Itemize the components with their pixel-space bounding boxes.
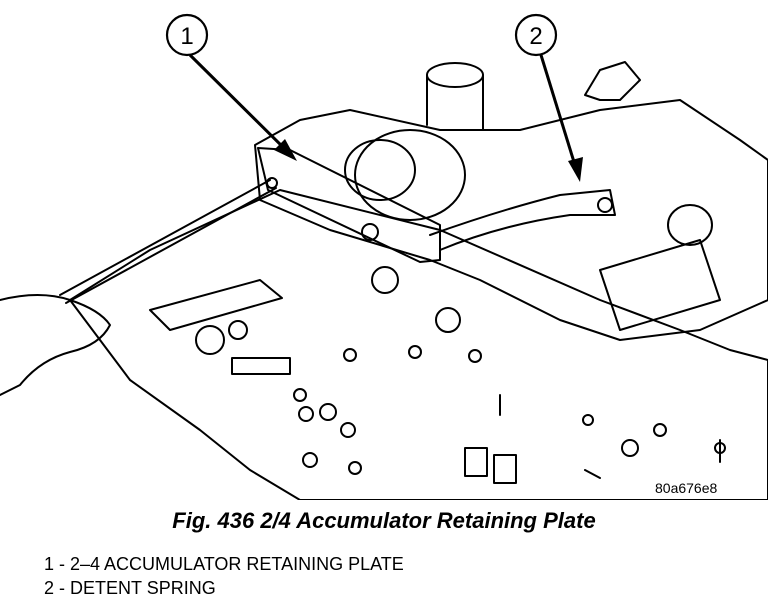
legend-item-label: 2–4 ACCUMULATOR RETAINING PLATE	[70, 554, 404, 574]
separator-plate	[69, 189, 768, 500]
legend-item-number: 1	[44, 554, 55, 574]
retaining-plate	[257, 147, 441, 263]
accumulator-piston	[354, 129, 466, 221]
callout-2-leader	[539, 54, 580, 176]
legend-item-number: 2	[44, 578, 55, 598]
callout-1-number: 1	[180, 23, 193, 50]
legend: 1 - 2–4 ACCUMULATOR RETAINING PLATE 2 - …	[44, 552, 404, 600]
screwdriver	[59, 179, 277, 304]
legend-item-2: 2 - DETENT SPRING	[44, 578, 216, 598]
figure-caption: Fig. 436 2/4 Accumulator Retaining Plate	[172, 508, 596, 533]
callout-1-leader	[188, 53, 295, 159]
callout-1: 1	[165, 13, 297, 161]
legend-item-label: DETENT SPRING	[70, 578, 216, 598]
callout-2: 2	[514, 13, 583, 182]
callout-2-number: 2	[529, 23, 542, 50]
figure-code: 80a676e8	[655, 480, 718, 496]
valve-body	[254, 99, 768, 341]
legend-item-1: 1 - 2–4 ACCUMULATOR RETAINING PLATE	[44, 554, 404, 574]
valve-body-illustration: 1 2	[0, 13, 768, 500]
hand	[0, 294, 111, 396]
